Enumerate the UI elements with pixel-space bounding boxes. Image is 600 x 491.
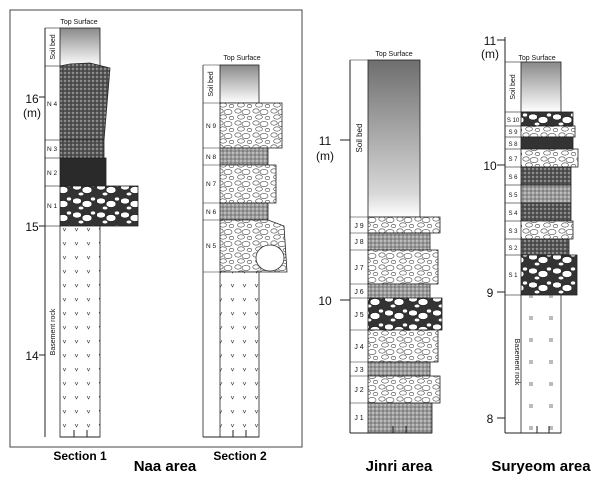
section-2-column: Top Surface Soil bed N 9 N 8 N 7 N 6 N 5… <box>202 55 288 463</box>
jinri-label-j6: J 6 <box>354 289 363 296</box>
jinri-area-title: Jinri area <box>366 458 433 475</box>
section2-basement-rock <box>219 271 260 438</box>
suryeom-unit: (m) <box>481 47 499 61</box>
section1-unit: (m) <box>23 106 41 120</box>
naa-area-title: Naa area <box>134 458 197 475</box>
suryeom-tick-9: 9 <box>487 286 494 300</box>
suryeom-label-s10: S 10 <box>507 118 520 124</box>
jinri-layer-j5 <box>367 297 443 331</box>
suryeom-layer-s3 <box>520 220 574 240</box>
jinri-tick-10: 10 <box>318 294 332 308</box>
jinri-soil-bed <box>367 59 421 218</box>
jinri-unit: (m) <box>316 149 334 163</box>
section2-label-n9: N 9 <box>206 123 217 130</box>
section2-label-n6: N 6 <box>206 209 217 216</box>
section1-tick-15: 15 <box>25 220 39 234</box>
suryeom-tick-11: 11 <box>484 34 497 48</box>
jinri-layer-j4 <box>367 329 439 363</box>
suryeom-label-s9: S 9 <box>508 130 518 136</box>
suryeom-label-s8: S 8 <box>508 142 518 148</box>
jinri-label-j7: J 7 <box>354 265 363 272</box>
suryeom-basement-rock <box>520 294 562 434</box>
section1-layer-n1 <box>59 185 139 227</box>
jinri-label-j9: J 9 <box>354 223 363 230</box>
suryeom-label-s5: S 5 <box>508 193 518 199</box>
jinri-label-j1: J 1 <box>354 415 363 422</box>
jinri-layer-j2 <box>367 375 441 404</box>
section1-soil-bed <box>59 27 101 67</box>
jinri-label-j3: J 3 <box>354 367 363 374</box>
section1-label-n3: N 3 <box>47 146 58 153</box>
section2-layer-n8 <box>219 147 269 166</box>
section2-title: Section 2 <box>213 449 267 463</box>
suryeom-label-s7: S 7 <box>508 157 518 163</box>
section1-tick-14: 14 <box>25 349 39 363</box>
naa-area-frame <box>9 9 303 448</box>
suryeom-soil-bed-label: Soil bed <box>510 74 517 99</box>
suryeom-area-title: Suryeom area <box>491 458 591 475</box>
suryeom-layer-s9 <box>520 125 576 138</box>
suryeom-layer-s5 <box>520 184 572 204</box>
jinri-top-surface-label: Top Surface <box>375 51 412 58</box>
section1-layer-n4 <box>59 62 111 141</box>
section1-label-n2: N 2 <box>47 170 58 177</box>
jinri-layer-j8 <box>367 232 431 251</box>
section2-soil-bed <box>219 64 260 104</box>
section2-label-n8: N 8 <box>206 154 217 161</box>
section2-layer-n9 <box>219 102 283 149</box>
suryeom-layer-s4 <box>520 202 572 222</box>
section1-basement-label: Basement rock <box>50 308 57 355</box>
suryeom-layer-s8 <box>520 136 574 150</box>
jinri-soil-bed-label: Soil bed <box>355 124 364 153</box>
section2-layer-n7 <box>219 164 277 204</box>
jinri-label-j8: J 8 <box>354 239 363 246</box>
jinri-column: Top Surface 11 (m) 10 Soil bed J 9 J 8 J <box>316 51 443 434</box>
suryeom-column: Top Surface 11 (m) 10 9 8 <box>481 34 579 434</box>
section2-label-n7: N 7 <box>206 181 217 188</box>
suryeom-label-s6: S 6 <box>508 175 518 181</box>
suryeom-layer-s1 <box>520 254 578 296</box>
suryeom-layer-s7 <box>520 148 579 168</box>
section1-tick-16: 16 <box>25 92 39 106</box>
suryeom-tick-8: 8 <box>487 412 494 426</box>
section1-layer-n3 <box>59 139 105 159</box>
jinri-layer-j9 <box>367 216 441 234</box>
section2-label-n5: N 5 <box>206 243 217 250</box>
section1-title: Section 1 <box>53 449 107 463</box>
suryeom-tick-10: 10 <box>483 159 497 173</box>
section2-soil-bed-label: Soil bed <box>208 71 215 96</box>
suryeom-top-surface-label: Top Surface <box>518 55 555 62</box>
section2-top-surface-label: Top Surface <box>223 55 260 62</box>
suryeom-layer-s10 <box>520 111 574 127</box>
jinri-label-j4: J 4 <box>354 344 363 351</box>
jinri-label-j5: J 5 <box>354 312 363 319</box>
jinri-label-j2: J 2 <box>354 387 363 394</box>
suryeom-basement-label: Basement rock <box>513 339 520 386</box>
jinri-layer-j6 <box>367 283 431 299</box>
section1-label-n1: N 1 <box>47 203 58 210</box>
section1-soil-bed-label: Soil bed <box>50 34 57 59</box>
jinri-layer-j3 <box>367 361 431 377</box>
suryeom-label-s3: S 3 <box>508 229 518 235</box>
suryeom-label-s1: S 1 <box>508 273 518 279</box>
section1-basement-rock <box>59 225 101 438</box>
section1-top-surface-label: Top Surface <box>60 19 97 26</box>
suryeom-layer-s2 <box>520 238 570 256</box>
suryeom-soil-bed <box>520 61 562 113</box>
jinri-layer-j7 <box>367 249 439 285</box>
jinri-layer-j1 <box>367 402 433 434</box>
suryeom-label-s2: S 2 <box>508 246 518 252</box>
section2-layer-n6 <box>219 202 269 221</box>
section-1-column: Top Surface 16 (m) 15 14 Soil bed N 4 N … <box>23 19 139 463</box>
suryeom-label-s4: S 4 <box>508 211 518 217</box>
section1-layer-n2 <box>59 157 107 187</box>
jinri-tick-11: 11 <box>319 134 332 148</box>
suryeom-layer-s6 <box>520 166 572 186</box>
section1-label-n4: N 4 <box>47 101 58 108</box>
